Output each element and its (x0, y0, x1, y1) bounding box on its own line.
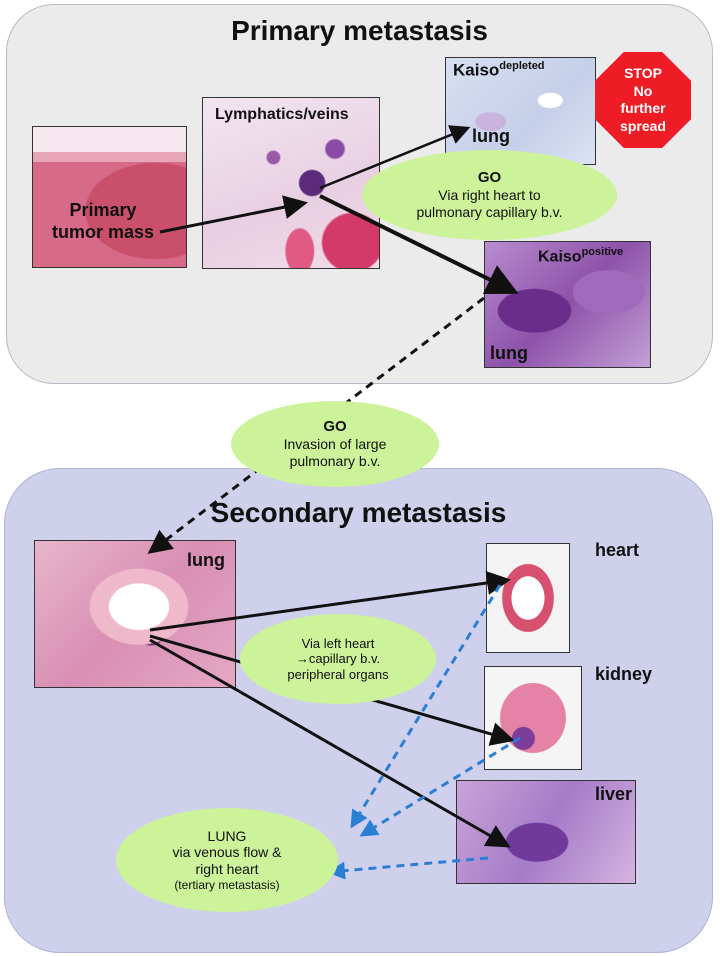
primary-title: Primary metastasis (231, 15, 488, 46)
heart-label: heart (595, 540, 640, 560)
stop-sign: STOP No further spread (595, 52, 691, 148)
lymphatics-veins-label: Lymphatics/veins (215, 106, 349, 123)
go-invasion-ellipse: GO Invasion of large pulmonary b.v. (231, 401, 439, 487)
arrow-lymphatics-to-kaiso-positive (319, 194, 519, 294)
stop-line-4: spread (620, 117, 666, 134)
arrow-blue-heart-to-lung (350, 584, 502, 829)
lymphatics-veins-image (202, 97, 380, 269)
lung-return-line-2: via venous flow & (172, 844, 282, 861)
go-right-heart-title: GO (477, 169, 502, 187)
arrow-lymphatics-to-kaiso-depleted (319, 125, 471, 190)
liver-label: liver (595, 784, 633, 804)
arrow-lung-to-heart (149, 571, 511, 632)
kaiso-depleted-organ-label: lung (472, 126, 510, 146)
go-invasion-line-2: pulmonary b.v. (289, 453, 381, 469)
heart-image (486, 543, 570, 653)
arrow-tumor-to-lymphatics (159, 195, 308, 234)
lung-return-ellipse: LUNG via venous flow & right heart (tert… (116, 808, 338, 912)
via-left-heart-line-1: Via left heart (301, 635, 375, 651)
primary-tumor-label: Primary tumor mass (52, 200, 155, 242)
kaiso-positive-organ-label: lung (490, 343, 528, 363)
primary-tumor-image (32, 126, 187, 268)
secondary-lung-image (34, 540, 236, 688)
via-left-heart-line-3: peripheral organs (287, 666, 389, 682)
lung-return-line-1: LUNG (207, 827, 247, 844)
kaiso-depleted-lung-image (445, 57, 596, 165)
via-left-heart-line-2: →capillary b.v. (295, 651, 381, 667)
stop-line-2: No (633, 82, 653, 99)
lung-return-line-3: right heart (195, 861, 259, 878)
lung-return-line-4: (tertiary metastasis) (174, 878, 280, 892)
kaiso-depleted-label: Kaisodepleted (453, 60, 545, 80)
go-invasion-title: GO (323, 418, 347, 436)
go-invasion-line-1: Invasion of large (283, 436, 387, 453)
go-right-heart-ellipse: GO Via right heart to pulmonary capillar… (362, 150, 617, 240)
via-left-heart-ellipse: Via left heart →capillary b.v. periphera… (240, 614, 436, 704)
arrow-blue-liver-to-lung (327, 856, 489, 880)
kaiso-positive-label: Kaisopositive (538, 246, 624, 266)
kaiso-positive-lung-image (484, 241, 651, 368)
stop-text: STOP (624, 65, 662, 81)
go-right-heart-line-2: pulmonary capillary b.v. (416, 204, 563, 220)
kidney-image (484, 666, 582, 770)
arrow-lung-to-liver (149, 638, 511, 848)
secondary-lung-label: lung (187, 550, 225, 570)
stop-line-3: further (620, 100, 666, 116)
go-right-heart-line-1: Via right heart to (438, 187, 541, 204)
kidney-label: kidney (595, 664, 653, 684)
secondary-title: Secondary metastasis (210, 497, 507, 528)
arrow-blue-kidney-to-lung (359, 736, 521, 837)
